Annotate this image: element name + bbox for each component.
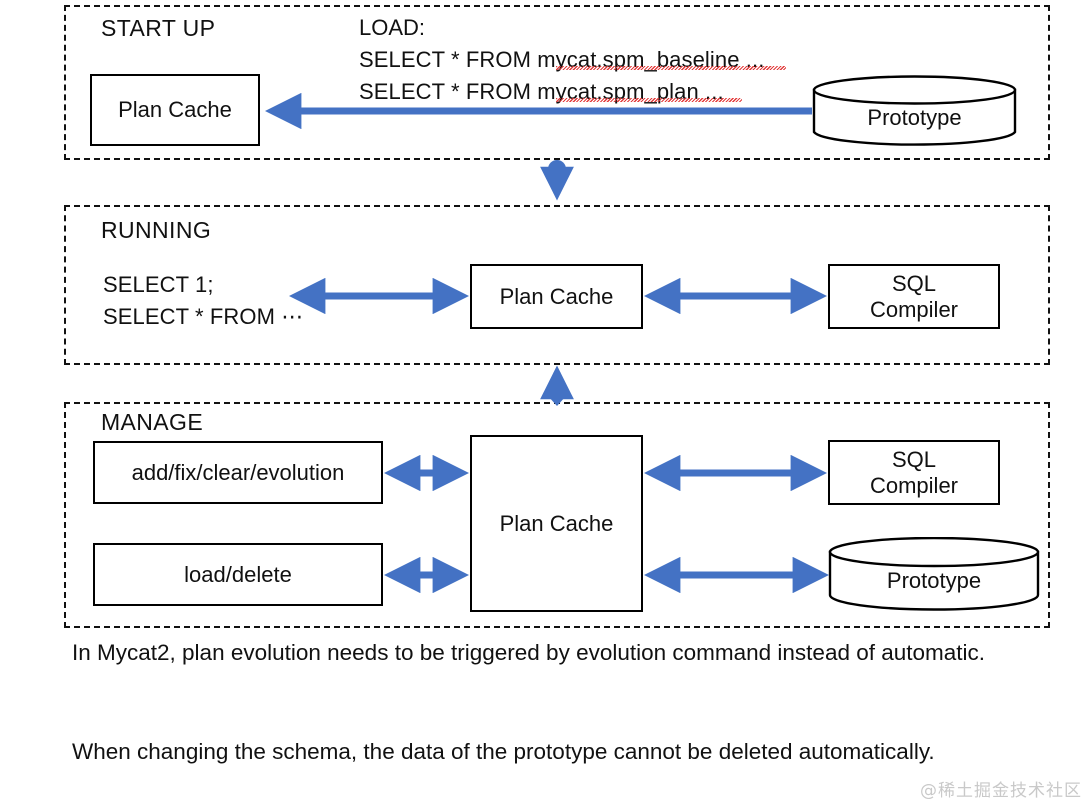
panel-startup bbox=[64, 5, 1050, 160]
panel-running-title: RUNNING bbox=[101, 217, 212, 243]
connector-startup-circle-tail bbox=[548, 160, 566, 178]
panel-running bbox=[64, 205, 1050, 365]
node-manage-commands[interactable]: add/fix/clear/evolution bbox=[93, 441, 383, 504]
panel-manage-title: MANAGE bbox=[101, 409, 204, 435]
node-manage-sql-compiler[interactable]: SQL Compiler bbox=[828, 440, 1000, 505]
node-manage-prototype[interactable]: Prototype bbox=[828, 537, 1040, 611]
note-paragraph-2: When changing the schema, the data of th… bbox=[72, 739, 935, 764]
spellcheck-underline-plan bbox=[556, 98, 742, 102]
spellcheck-underline-baseline bbox=[556, 66, 786, 70]
startup-load-heading: LOAD: bbox=[359, 15, 426, 40]
note-paragraph-1: In Mycat2, plan evolution needs to be tr… bbox=[72, 640, 986, 665]
running-query-line-2: SELECT * FROM ⋯ bbox=[103, 304, 304, 329]
node-manage-plan-cache[interactable]: Plan Cache bbox=[470, 435, 643, 612]
cylinder-shape bbox=[812, 75, 1017, 146]
running-query-line-1: SELECT 1; bbox=[103, 272, 214, 297]
node-manage-sql-compiler-line1: SQL bbox=[891, 446, 937, 472]
cylinder-shape bbox=[828, 537, 1040, 611]
startup-load-line-1: SELECT * FROM mycat.spm_baseline ... bbox=[359, 47, 765, 72]
node-running-sql-compiler-line2: Compiler bbox=[869, 296, 959, 322]
node-running-sql-compiler-line1: SQL bbox=[891, 270, 937, 296]
watermark: @稀土掘金技术社区 bbox=[920, 781, 1082, 801]
node-running-sql-compiler[interactable]: SQL Compiler bbox=[828, 264, 1000, 329]
node-startup-plan-cache[interactable]: Plan Cache bbox=[90, 74, 260, 146]
node-running-plan-cache[interactable]: Plan Cache bbox=[470, 264, 643, 329]
node-manage-load-delete[interactable]: load/delete bbox=[93, 543, 383, 606]
node-startup-prototype[interactable]: Prototype bbox=[812, 75, 1017, 147]
startup-load-line-2: SELECT * FROM mycat.spm_plan ... bbox=[359, 79, 724, 104]
panel-startup-title: START UP bbox=[101, 15, 216, 41]
node-manage-sql-compiler-line2: Compiler bbox=[869, 472, 959, 498]
